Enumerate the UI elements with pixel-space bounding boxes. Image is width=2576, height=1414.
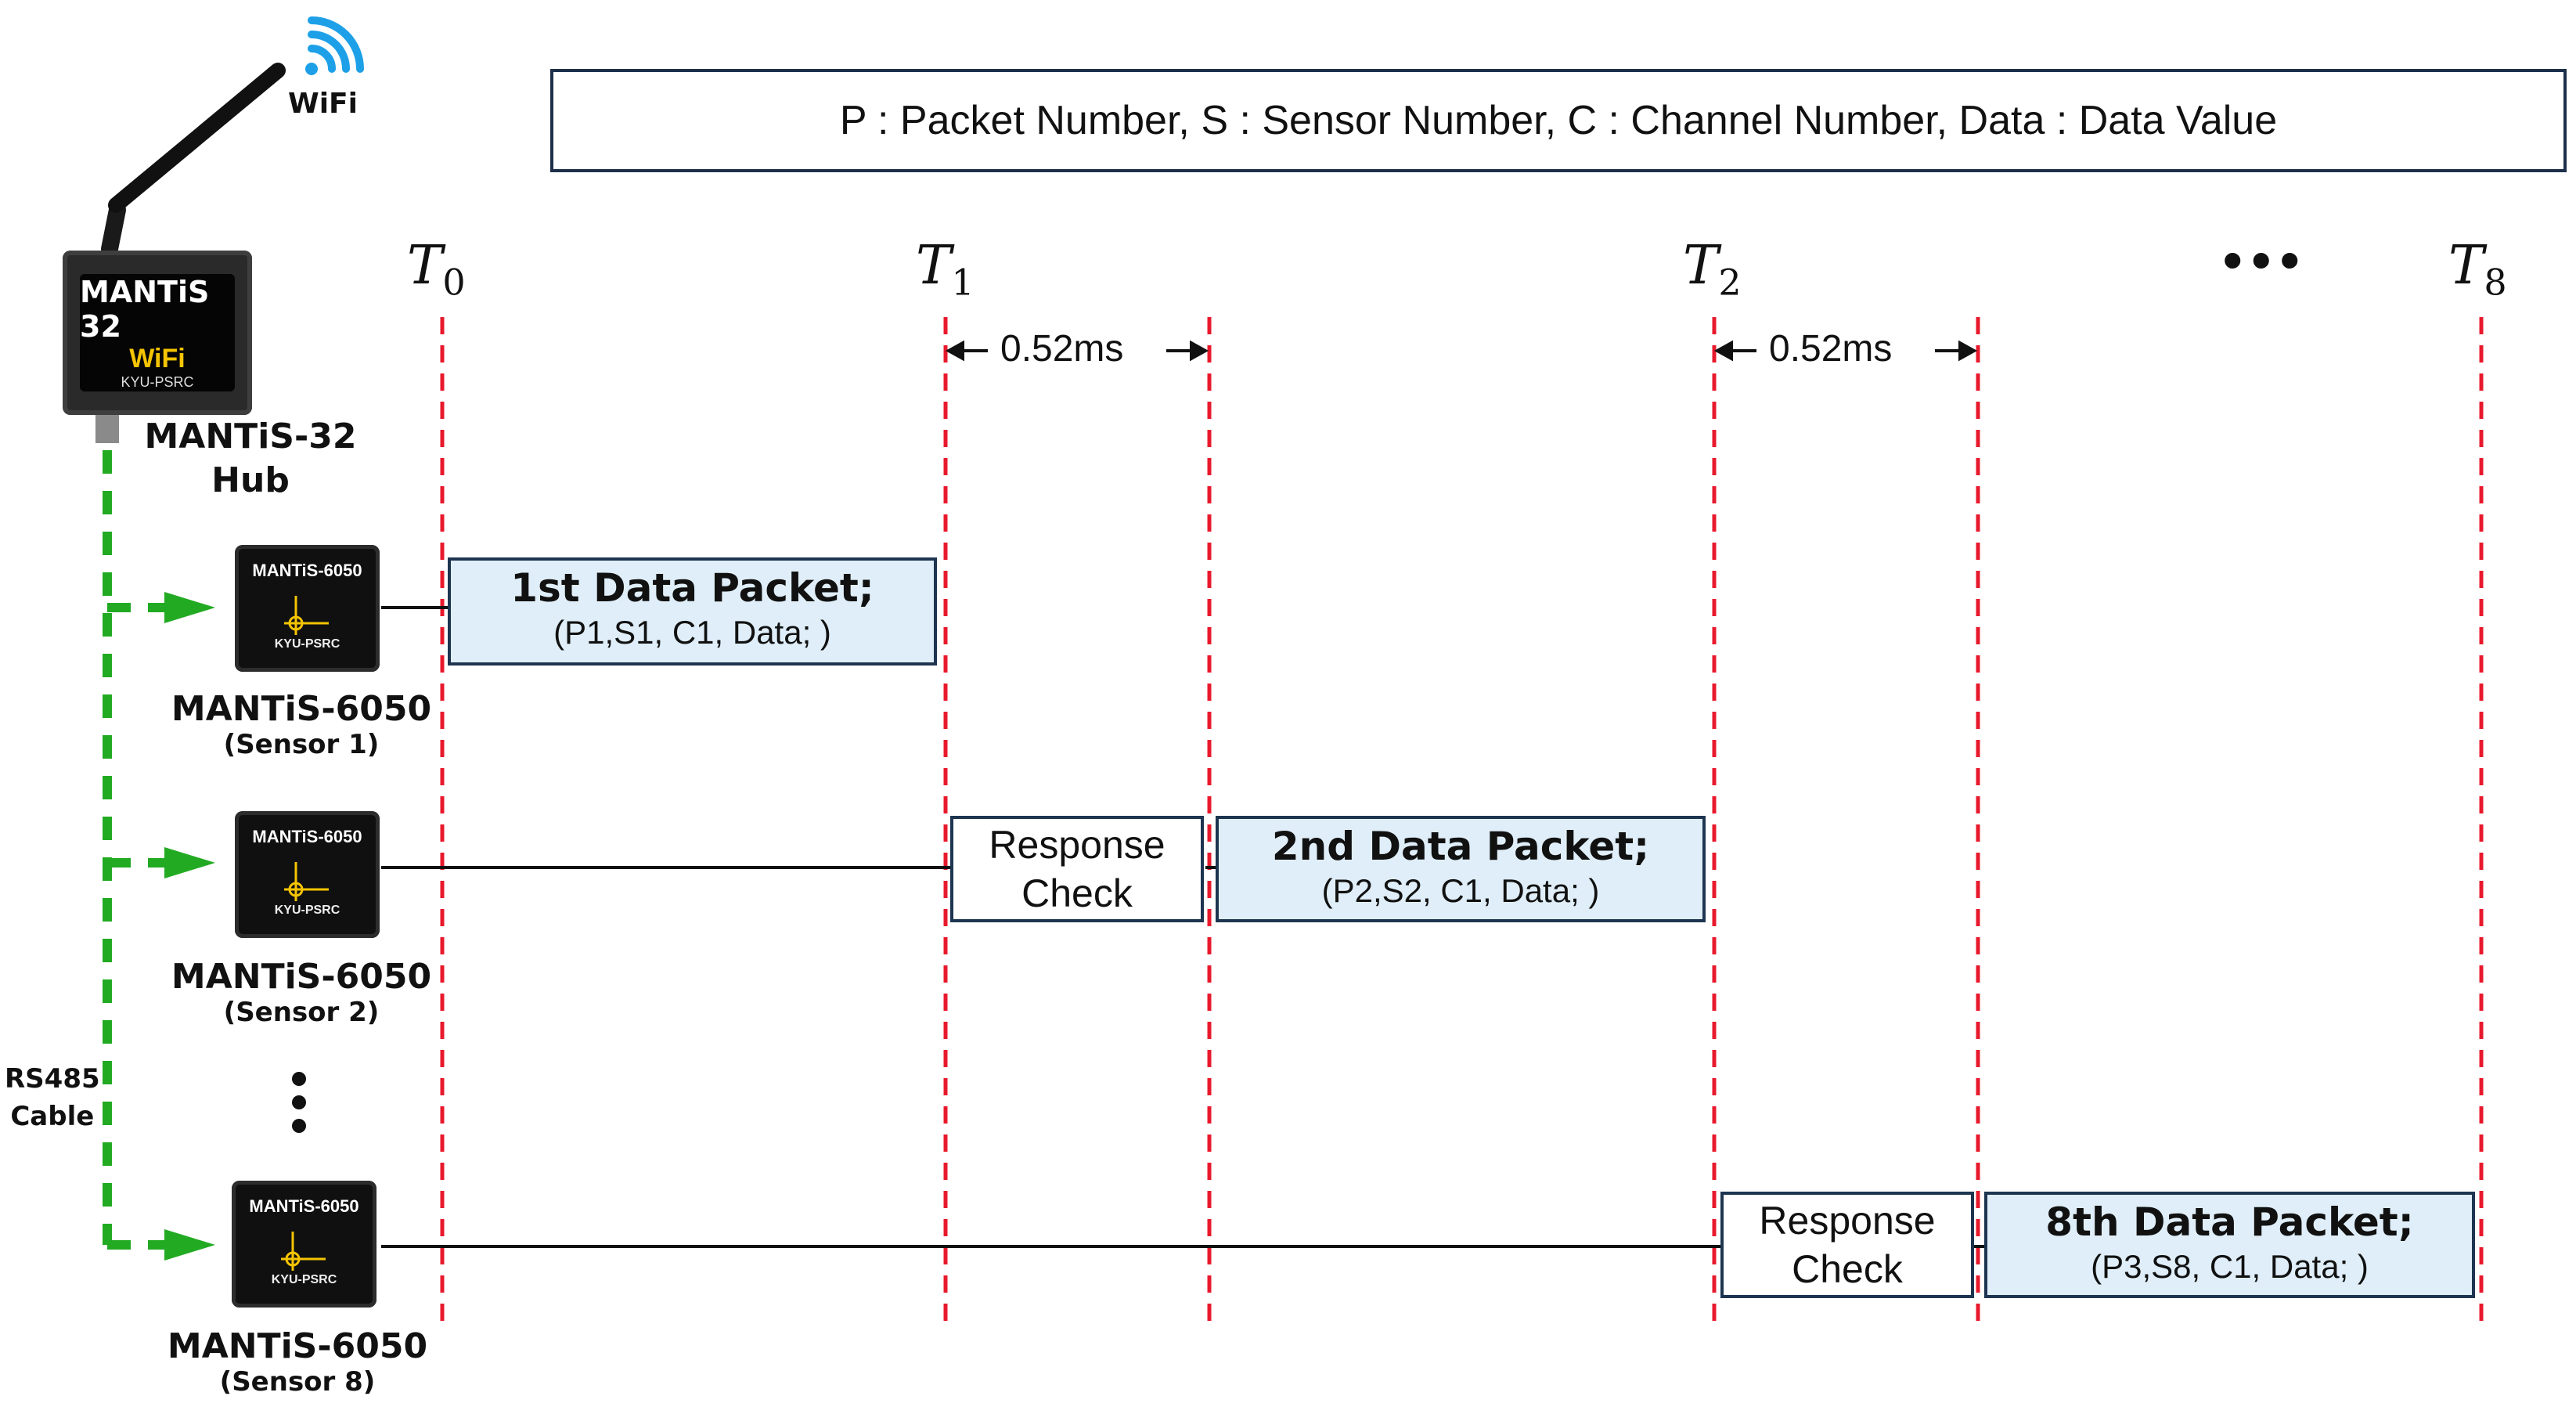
cable-arrow-icons (164, 592, 215, 1261)
hub-device-wifi: WiFi (129, 344, 186, 373)
sensor-1-label: MANTiS-6050 (Sensor 1) (153, 689, 450, 760)
data-packet-2: 2nd Data Packet; (P2,S2, C1, Data; ) (1216, 816, 1706, 922)
cable-label-line1: RS485 (5, 1063, 100, 1095)
response-check-2: Response Check (1720, 1192, 1974, 1298)
data-packet-8-title: 8th Data Packet; (2045, 1199, 2414, 1245)
interval-label-2: 0.52ms (1769, 328, 1893, 370)
sensor-8-device: MANTiS-6050 KYU-PSRC (232, 1181, 376, 1308)
wifi-label: WiFi (288, 88, 358, 120)
hub-connector (95, 415, 119, 443)
interval-arrows (945, 340, 1978, 362)
hub-device-title: MANTiS 32 (80, 275, 210, 344)
legend-box: P : Packet Number, S : Sensor Number, C … (550, 69, 2567, 172)
hub-name: MANTiS-32 Hub (133, 415, 368, 503)
data-packet-1-detail: (P1,S1, C1, Data; ) (553, 614, 831, 651)
sensor-8-device-title: MANTiS-6050 (249, 1196, 359, 1216)
cable-label-line2: Cable (10, 1101, 95, 1132)
hub-face: MANTiS 32 WiFi KYU-PSRC (80, 274, 235, 391)
sensor-1-device-title: MANTiS-6050 (252, 561, 362, 580)
response-check-2-line2: Check (1792, 1247, 1903, 1291)
wifi-icon (305, 16, 364, 75)
sensor-8-label: MANTiS-6050 (Sensor 8) (149, 1326, 446, 1398)
sensor-lines (381, 606, 1984, 1248)
sensor-1-device: MANTiS-6050 KYU-PSRC (235, 545, 380, 672)
vertical-ellipsis-icon (292, 1072, 306, 1133)
sensor-2-name: MANTiS-6050 (171, 957, 432, 997)
sensor-2-device-org: KYU-PSRC (274, 904, 340, 917)
time-label-t2: T2 (1683, 235, 1742, 304)
time-label-t1: T1 (916, 235, 975, 304)
data-packet-1: 1st Data Packet; (P1,S1, C1, Data; ) (448, 557, 937, 666)
sensor-2-label: MANTiS-6050 (Sensor 2) (153, 957, 450, 1028)
antenna-icon (101, 63, 286, 258)
sensor-1-name: MANTiS-6050 (171, 689, 432, 729)
sensor-2-device-title: MANTiS-6050 (252, 827, 362, 846)
response-check-1-line2: Check (1021, 871, 1133, 915)
sensor-8-name: MANTiS-6050 (167, 1326, 428, 1366)
rs485-cable (103, 450, 164, 1250)
cable-label: RS485 Cable (5, 1060, 100, 1135)
axis-icon (284, 862, 329, 901)
sensor-2-device: MANTiS-6050 KYU-PSRC (235, 811, 380, 938)
axis-icon (284, 596, 329, 635)
hub-name-line1: MANTiS-32 (144, 417, 357, 456)
sensor-8-device-org: KYU-PSRC (271, 1273, 337, 1286)
response-check-1: Response Check (950, 816, 1204, 922)
hub-device: MANTiS 32 WiFi KYU-PSRC (63, 251, 252, 415)
hub-device-org: KYU-PSRC (121, 374, 194, 390)
data-packet-8-detail: (P3,S8, C1, Data; ) (2091, 1248, 2369, 1285)
time-label-t0: T0 (407, 235, 466, 304)
response-check-1-line1: Response (989, 823, 1166, 867)
time-label-t8: T8 (2448, 235, 2507, 304)
interval-label-1: 0.52ms (1000, 328, 1124, 370)
data-packet-2-title: 2nd Data Packet; (1271, 824, 1650, 869)
sensor-1-sub: (Sensor 1) (223, 729, 380, 760)
sensor-8-sub: (Sensor 8) (219, 1366, 376, 1398)
data-packet-1-title: 1st Data Packet; (510, 565, 874, 611)
hub-name-line2: Hub (211, 460, 290, 500)
timeline-ellipsis: ••• (2223, 229, 2309, 290)
response-check-2-line1: Response (1759, 1199, 1936, 1243)
axis-icon (281, 1232, 326, 1271)
sensor-2-sub: (Sensor 2) (223, 997, 380, 1028)
data-packet-8: 8th Data Packet; (P3,S8, C1, Data; ) (1984, 1192, 2475, 1298)
data-packet-2-detail: (P2,S2, C1, Data; ) (1321, 872, 1600, 909)
sensor-1-device-org: KYU-PSRC (274, 637, 340, 651)
legend-text: P : Packet Number, S : Sensor Number, C … (839, 98, 2278, 143)
